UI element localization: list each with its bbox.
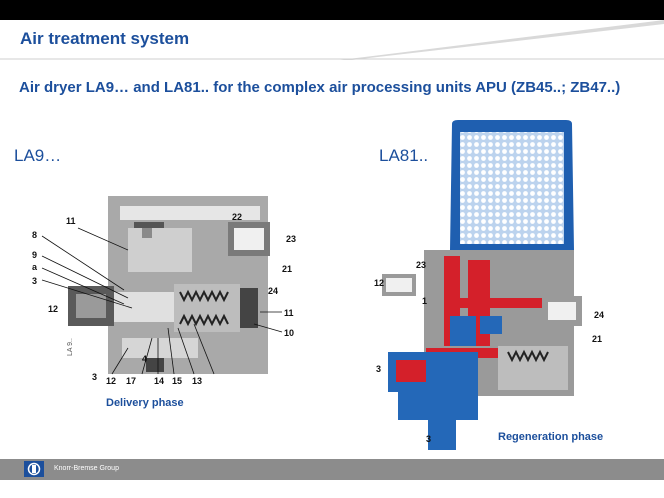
la9-port-23: 23 (286, 234, 296, 244)
la9-port-4: 4 (142, 354, 147, 364)
la9-port-3: 3 (32, 276, 37, 286)
regeneration-phase-caption: Regeneration phase (498, 431, 604, 443)
slide-subtitle: Air dryer LA9… and LA81.. for the comple… (19, 79, 621, 96)
la81-label: LA81.. (379, 146, 429, 165)
footer-bar (0, 459, 664, 480)
la9-port-3-bottom: 3 (92, 372, 97, 382)
la81-port-24: 24 (594, 310, 604, 320)
delivery-phase-caption: Delivery phase (106, 397, 184, 409)
la9-port-15: 15 (172, 376, 182, 386)
company-name: Knorr-Bremse Group (54, 465, 119, 472)
la9-port-10: 10 (284, 328, 294, 338)
la81-port-3-bottom: 3 (426, 434, 431, 444)
la9-port-12: 12 (48, 304, 58, 314)
header-swoosh (0, 20, 664, 60)
la9-port-24: 24 (268, 286, 278, 296)
la9-port-21: 21 (282, 264, 292, 274)
la9-port-17: 17 (126, 376, 136, 386)
la9-port-22: 22 (232, 212, 242, 222)
la9-port-11-right: 11 (284, 308, 294, 318)
la9-port-12-bottom: 12 (106, 376, 116, 386)
la9-cross-section-diagram: 8 9 a 3 12 11 22 23 21 24 11 10 3 4 12 1… (32, 196, 296, 386)
la81-port-1: 1 (422, 296, 427, 306)
la81-port-21: 21 (592, 334, 602, 344)
la81-port-23: 23 (416, 260, 426, 270)
la9-port-11-top: 11 (66, 216, 76, 226)
la9-port-14: 14 (154, 376, 164, 386)
la81-port-3: 3 (376, 364, 381, 374)
la9-port-13: 13 (192, 376, 202, 386)
la9-port-8: 8 (32, 230, 37, 240)
la9-port-9: 9 (32, 250, 37, 260)
knorr-bremse-logo-icon (24, 461, 44, 477)
la81-cross-section-diagram: 23 12 1 24 21 3 3 (374, 120, 604, 450)
header-bar (0, 0, 664, 20)
la81-port-12: 12 (374, 278, 384, 288)
la9-side-text: LA 9.. (67, 338, 74, 356)
la9-port-a: a (32, 262, 38, 272)
slide-title: Air treatment system (20, 29, 190, 48)
la9-label: LA9… (14, 146, 62, 165)
